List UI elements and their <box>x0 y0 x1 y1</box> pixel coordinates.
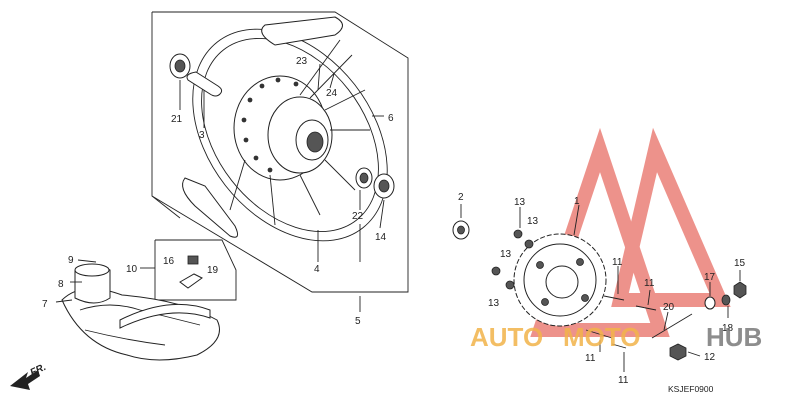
washer-17 <box>704 296 716 310</box>
nut-15 <box>733 281 747 299</box>
nut-12 <box>669 343 687 361</box>
callout-20: 20 <box>663 302 675 313</box>
callout-11c: 11 <box>585 353 596 364</box>
callout-11b: 11 <box>644 278 655 289</box>
dust-seal-14 <box>373 173 395 199</box>
callout-4: 4 <box>314 264 320 275</box>
wheel-assembly-frame <box>151 11 409 293</box>
tube <box>74 263 111 304</box>
callout-13c: 13 <box>500 249 512 260</box>
callout-22: 22 <box>352 211 364 222</box>
rim <box>182 16 388 242</box>
washer-18 <box>721 294 731 306</box>
callout-13b: 13 <box>527 216 539 227</box>
rim-lock-group <box>154 239 237 301</box>
watermark-hub: HUB <box>706 322 762 352</box>
watermark-auto: AUTO <box>470 322 543 352</box>
callout-12: 12 <box>704 352 716 363</box>
bolts-11 <box>585 295 657 349</box>
callout-13d: 13 <box>488 298 500 309</box>
callout-8: 8 <box>58 279 64 290</box>
callout-23: 23 <box>296 56 308 67</box>
callout-11d: 11 <box>618 375 629 386</box>
sprocket <box>513 233 607 327</box>
callout-5: 5 <box>355 316 361 327</box>
damper-2 <box>452 220 470 240</box>
bearing-21 <box>169 53 191 79</box>
direction-label: FR. <box>29 362 48 379</box>
callout-15: 15 <box>734 258 746 269</box>
callout-3: 3 <box>199 130 205 141</box>
callout-1: 1 <box>574 196 580 207</box>
watermark-moto: MOTO <box>563 322 641 352</box>
rim-band <box>119 303 211 329</box>
callout-2: 2 <box>458 192 464 203</box>
callouts: 1 2 3 4 5 6 7 8 9 10 11 11 11 11 12 13 1… <box>42 56 746 386</box>
callout-19: 19 <box>207 265 219 276</box>
catalog-code: KSJEF0900 <box>668 384 714 394</box>
callout-9: 9 <box>68 255 74 266</box>
nuts-13 <box>491 229 534 290</box>
callout-14: 14 <box>375 232 387 243</box>
leader-lines <box>55 63 741 372</box>
callout-24: 24 <box>326 88 338 99</box>
bearing-22 <box>355 167 373 189</box>
callout-21: 21 <box>171 114 183 125</box>
callout-11a: 11 <box>612 257 623 268</box>
callout-13a: 13 <box>514 197 526 208</box>
callout-6: 6 <box>388 113 394 124</box>
stud-bolt-20 <box>651 313 693 339</box>
callout-10: 10 <box>126 264 138 275</box>
front-direction-arrow: FR. <box>10 362 48 390</box>
hub <box>229 39 370 226</box>
collar-3 <box>186 71 223 97</box>
callout-7: 7 <box>42 299 48 310</box>
callout-16: 16 <box>163 256 175 267</box>
callout-17: 17 <box>704 272 716 283</box>
callout-18: 18 <box>722 323 734 334</box>
watermark-text: AUTO MOTO HUB <box>470 322 762 352</box>
